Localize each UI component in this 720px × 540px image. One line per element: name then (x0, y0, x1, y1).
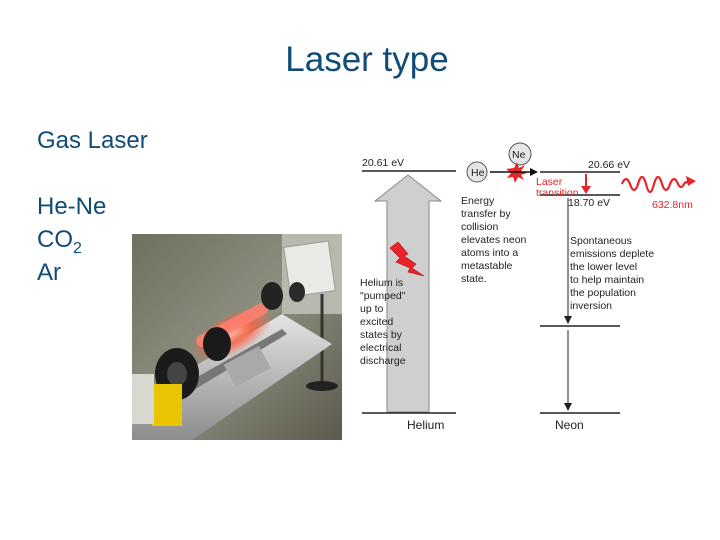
spontaneous-emission-arrowhead (564, 316, 572, 324)
pumped-line: Helium is (360, 277, 403, 289)
co2-subscript: 2 (73, 240, 82, 257)
transfer-line: Energy (461, 195, 495, 207)
energy-transfer-arrowhead (530, 168, 538, 176)
transfer-line: transfer by (461, 208, 511, 220)
energy-level-diagram: 20.61 eV Helium is "pumped" up to excite… (350, 140, 710, 440)
spontaneous-emission-text: Spontaneous emissions deplete the lower … (570, 235, 654, 312)
spontaneous-line: the population (570, 287, 636, 299)
transfer-line: state. (461, 273, 487, 285)
list-spacer (37, 157, 148, 190)
helium-ground-label: Helium (407, 418, 444, 432)
spontaneous-line: to help maintain (570, 274, 644, 286)
pumped-line: up to (360, 303, 384, 315)
spontaneous-line: Spontaneous (570, 235, 632, 247)
transfer-line: collision (461, 221, 499, 233)
helium-level-label: 20.61 eV (362, 157, 404, 169)
spontaneous-line: inversion (570, 300, 612, 312)
co2-text: CO (37, 226, 73, 253)
laser-transition-label-2: transition (536, 187, 579, 199)
slide-title: Laser type (0, 40, 720, 80)
pumped-line: "pumped" (360, 290, 406, 302)
transfer-line: metastable (461, 260, 513, 272)
he-atom-label: He (471, 167, 485, 179)
photon-arrowhead (686, 176, 696, 186)
neon-ground-label: Neon (555, 418, 584, 432)
transfer-line: elevates neon (461, 234, 527, 246)
laser-transition-arrowhead (581, 186, 591, 194)
pumped-line: electrical (360, 342, 401, 354)
gas-laser-heading: Gas Laser (37, 124, 148, 157)
list-item-he-ne: He-Ne (37, 190, 148, 223)
neon-upper-level-label: 20.66 eV (588, 159, 630, 171)
energy-transfer-text: Energy transfer by collision elevates ne… (461, 195, 527, 285)
spontaneous-line: emissions deplete (570, 248, 654, 260)
transfer-line: atoms into a (461, 247, 518, 259)
wavelength-label: 632.8nm (652, 199, 693, 211)
pumped-line: discharge (360, 355, 406, 367)
laser-apparatus-photo (132, 234, 342, 440)
pumped-line: states by (360, 329, 403, 341)
spontaneous-line: the lower level (570, 261, 637, 273)
photon-wave (622, 177, 690, 192)
pumped-line: excited (360, 316, 393, 328)
ground-decay-arrowhead (564, 403, 572, 411)
ne-atom-label: Ne (512, 149, 526, 161)
